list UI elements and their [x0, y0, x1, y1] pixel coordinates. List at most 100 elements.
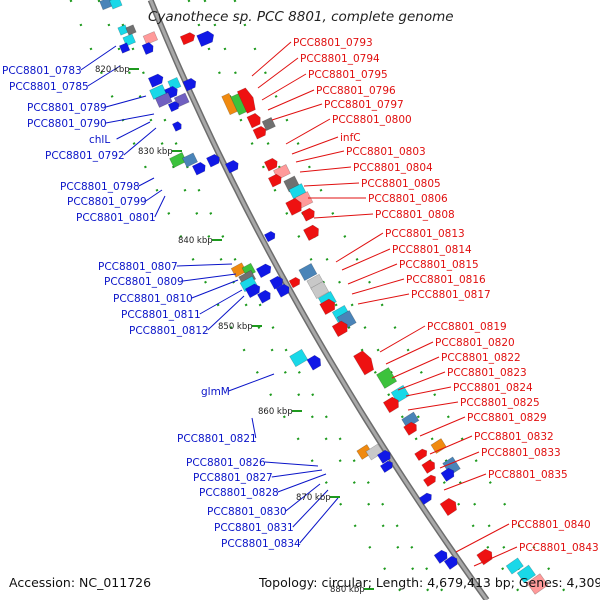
callout-line [285, 118, 331, 145]
gene-block [221, 92, 238, 116]
callout-line [347, 263, 398, 285]
gene-label-right: PCC8801_0795 [308, 69, 388, 81]
callout-line [264, 461, 319, 467]
gene-arrow [236, 87, 256, 114]
gene-block [526, 573, 549, 595]
accession-text: Accession: NC_011726 [9, 575, 152, 590]
callout-line [87, 65, 121, 87]
gene-block [109, 0, 123, 10]
gene-label-left: PCC8801_0798 [60, 181, 140, 193]
gene-block [505, 557, 524, 575]
callout-line [455, 523, 510, 553]
gene-label-right: PCC8801_0805 [361, 178, 441, 190]
callout-line [277, 473, 327, 493]
label-callouts [80, 41, 518, 567]
gene-label-right: PCC8801_0825 [460, 397, 540, 409]
callout-line [271, 103, 323, 121]
gene-label-left: glmM [201, 386, 230, 398]
gene-label-right: PCC8801_0843 [519, 542, 599, 554]
gene-label-left: PCC8801_0827 [193, 472, 273, 484]
callout-line [154, 195, 166, 218]
gene-features [99, 0, 549, 595]
gene-arrow [414, 448, 428, 462]
gene-arrow [285, 197, 302, 216]
gene-label-right: PCC8801_0832 [474, 431, 554, 443]
gene-arrow [224, 159, 239, 174]
gene-label-left: PCC8801_0790 [27, 118, 107, 130]
gene-label-right: infC [340, 132, 361, 144]
gene-block [125, 24, 137, 36]
gene-block [442, 456, 461, 476]
gene-arrow [433, 549, 448, 564]
gene-arrow [379, 460, 393, 474]
gene-label-right: PCC8801_0808 [375, 209, 455, 221]
gene-label-left: chlL [89, 134, 110, 146]
gene-block [154, 92, 173, 108]
callout-line [116, 121, 151, 140]
gene-label-right: PCC8801_0829 [467, 412, 547, 424]
callout-line [335, 232, 384, 263]
callout-line [261, 73, 307, 101]
callout-line [443, 473, 487, 491]
callout-line [429, 435, 473, 455]
callout-line [419, 416, 466, 437]
gene-label-left: PCC8801_0826 [186, 457, 266, 469]
callout-line [473, 546, 518, 567]
gene-label-left: PCC8801_0807 [98, 261, 178, 273]
gene-arrow [382, 396, 399, 414]
gene-arrow [376, 449, 391, 464]
gene-arrow [263, 157, 278, 172]
callout-line [105, 113, 155, 124]
gene-arrow [439, 497, 457, 517]
gene-arrow [422, 474, 436, 488]
gene-label-right: PCC8801_0835 [488, 469, 568, 481]
gene-label-left: PCC8801_0799 [67, 196, 147, 208]
kbp-label: 870 kbp [296, 493, 331, 503]
callout-line [397, 371, 446, 391]
gene-label-right: PCC8801_0816 [406, 274, 486, 286]
gene-label-left: PCC8801_0831 [214, 522, 294, 534]
gene-block [261, 116, 276, 132]
gene-arrow [206, 153, 220, 168]
callout-line [357, 293, 410, 305]
callout-line [405, 386, 452, 397]
gene-label-left: PCC8801_0810 [113, 293, 193, 305]
gene-arrow [252, 125, 267, 140]
callout-line [407, 401, 459, 411]
gene-arrow [476, 548, 493, 566]
callout-line [105, 95, 147, 108]
gene-label-right: PCC8801_0819 [427, 321, 507, 333]
gene-label-right: PCC8801_0804 [353, 162, 433, 174]
gene-block [376, 367, 398, 389]
gene-arrow [306, 354, 322, 371]
callout-line [257, 57, 299, 89]
gene-label-right: PCC8801_0814 [392, 244, 472, 256]
gene-label-right: PCC8801_0824 [453, 382, 533, 394]
gene-arrow [403, 421, 417, 436]
kbp-label: 820 kbp [95, 65, 130, 75]
kbp-label: 860 kbp [258, 407, 293, 417]
gene-arrow [440, 467, 455, 482]
gene-label-left: PCC8801_0785 [9, 81, 89, 93]
gene-arrow [421, 459, 436, 474]
gene-label-right: PCC8801_0840 [511, 519, 591, 531]
gene-label-right: PCC8801_0794 [300, 53, 380, 65]
gene-block [516, 564, 536, 584]
callout-line [199, 289, 243, 315]
gene-arrow [288, 276, 301, 289]
gene-block [142, 31, 159, 45]
gene-label-left: PCC8801_0801 [76, 212, 156, 224]
gene-label-left: PCC8801_0830 [207, 506, 287, 518]
callout-line [145, 189, 163, 202]
callout-line [379, 325, 426, 353]
callout-line [251, 417, 257, 439]
callout-line [385, 341, 434, 365]
gene-arrow [353, 350, 375, 376]
gene-labels: PCC8801_0783PCC8801_0785PCC8801_0789PCC8… [2, 37, 599, 554]
backbone [147, 0, 490, 600]
gene-block [182, 152, 198, 168]
callout-line [303, 182, 360, 187]
kbp-label: 850 kbp [218, 322, 253, 332]
callout-line [251, 41, 292, 77]
gene-label-right: PCC8801_0797 [324, 99, 404, 111]
